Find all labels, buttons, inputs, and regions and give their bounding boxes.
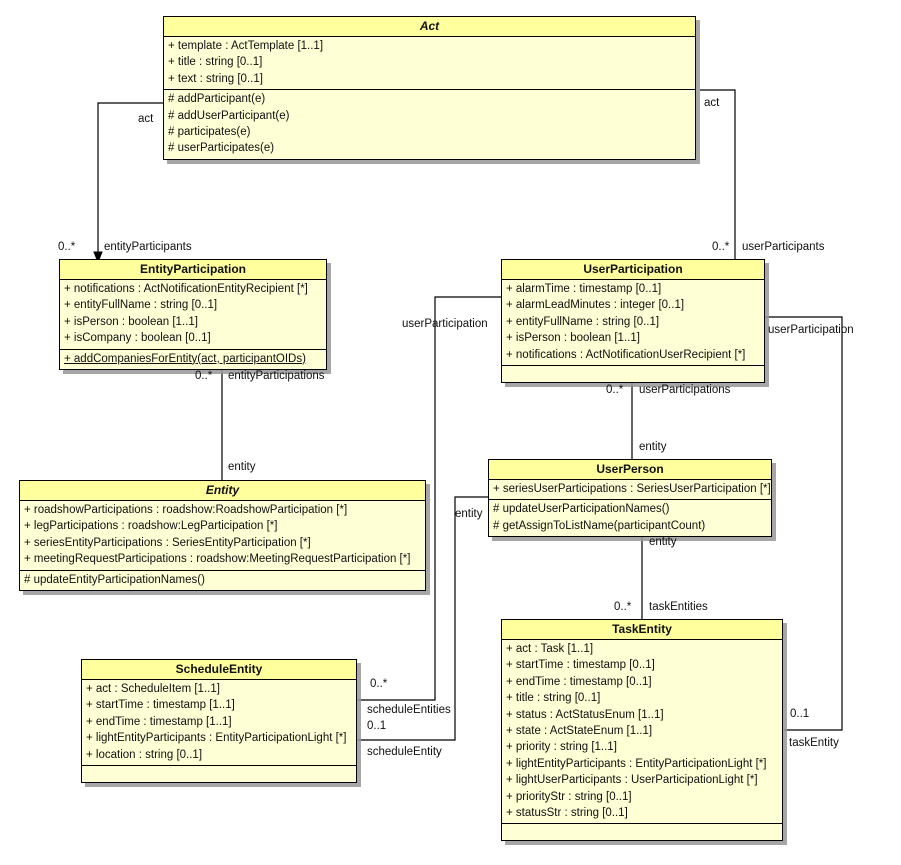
attributes-compartment: + act : ScheduleItem [1..1] + startTime … [82, 680, 356, 766]
operation: # userParticipates(e) [168, 142, 275, 155]
class-title-userperson: UserPerson [489, 460, 771, 480]
attribute: + entityFullName : string [0..1] [64, 299, 218, 312]
attribute: + startTime : timestamp [0..1] [506, 659, 655, 672]
attribute: + startTime : timestamp [1..1] [86, 699, 235, 712]
operation: # addParticipant(e) [168, 93, 266, 106]
multiplicity-entity-participations: 0..* [195, 370, 213, 382]
attribute: + isPerson : boolean [1..1] [64, 315, 198, 328]
operation: # participates(e) [168, 126, 251, 139]
attribute: + lightUserParticipants : UserParticipat… [506, 774, 758, 787]
role-label-entity-participations: entityParticipations [228, 370, 325, 382]
attributes-compartment: + alarmTime : timestamp [0..1] + alarmLe… [502, 280, 764, 366]
attribute: + title : string [0..1] [168, 56, 263, 69]
attribute: + isCompany : boolean [0..1] [64, 332, 211, 345]
operations-compartment-empty [502, 365, 764, 383]
class-title-userparticipation: UserParticipation [502, 260, 764, 280]
attribute: + legParticipations : roadshow:LegPartic… [24, 520, 278, 533]
role-label-user-participants: userParticipants [742, 241, 825, 253]
attribute: + endTime : timestamp [0..1] [506, 675, 652, 688]
attributes-compartment: + act : Task [1..1] + startTime : timest… [502, 640, 782, 824]
attribute: + template : ActTemplate [1..1] [168, 40, 324, 52]
role-label-act-left: act [138, 113, 154, 125]
multiplicity-entity-participants: 0..* [58, 241, 76, 253]
attributes-compartment: + seriesUserParticipations : SeriesUserP… [489, 480, 771, 500]
attribute: + notifications : ActNotificationUserRec… [506, 348, 746, 361]
class-title-act: Act [164, 17, 695, 37]
attribute: + alarmLeadMinutes : integer [0..1] [506, 299, 685, 312]
attribute: + statusStr : string [0..1] [506, 807, 628, 820]
role-label-schedule-entities: scheduleEntities [367, 704, 451, 716]
attribute: + entityFullName : string [0..1] [506, 315, 660, 328]
attributes-compartment: + notifications : ActNotificationEntityR… [60, 280, 326, 349]
role-label-user-participation-right: userParticipation [768, 324, 854, 336]
operations-compartment-empty [502, 823, 782, 841]
class-box-taskentity[interactable]: TaskEntity + act : Task [1..1] + startTi… [501, 619, 783, 842]
operation: # getAssignToListName(participantCount) [493, 519, 706, 532]
operation: # updateEntityParticipationNames() [24, 573, 205, 586]
multiplicity-user-participants: 0..* [712, 241, 730, 253]
attribute: + seriesEntityParticipations : SeriesEnt… [24, 536, 311, 549]
operations-compartment: # addParticipant(e) # addUserParticipant… [164, 89, 695, 159]
class-title-taskentity: TaskEntity [502, 620, 782, 640]
multiplicity-task-entity: 0..1 [790, 708, 810, 720]
class-box-act[interactable]: Act + template : ActTemplate [1..1] + ti… [163, 16, 696, 160]
attribute: + meetingRequestParticipations : roadsho… [24, 553, 411, 566]
class-title-scheduleentity: ScheduleEntity [82, 660, 356, 680]
role-label-task-entity: taskEntity [789, 737, 839, 749]
operation: # updateUserParticipationNames() [493, 503, 670, 516]
class-box-userperson[interactable]: UserPerson + seriesUserParticipations : … [488, 459, 772, 538]
attribute: + location : string [0..1] [86, 748, 203, 761]
operations-compartment: + addCompaniesForEntity(act, participant… [60, 348, 326, 370]
attributes-compartment: + roadshowParticipations : roadshow:Road… [20, 501, 425, 570]
class-box-entity[interactable]: Entity + roadshowParticipations : roadsh… [19, 480, 426, 592]
operations-compartment: # updateUserParticipationNames() # getAs… [489, 499, 771, 537]
role-label-task-entities: taskEntities [649, 601, 708, 613]
multiplicity-schedule-entity: 0..1 [367, 720, 387, 732]
role-label-entity-participants: entityParticipants [104, 241, 192, 253]
multiplicity-schedule-entities: 0..* [370, 678, 388, 690]
role-label-entity-mid: entity [455, 508, 483, 520]
attribute: + priority : string [1..1] [506, 741, 617, 754]
attribute: + seriesUserParticipations : SeriesUserP… [493, 483, 771, 495]
attribute: + endTime : timestamp [1..1] [86, 715, 232, 728]
role-label-entity-userperson: entity [639, 441, 667, 453]
attribute: + text : string [0..1] [168, 72, 263, 85]
attributes-compartment: + template : ActTemplate [1..1] + title … [164, 37, 695, 90]
attribute: + notifications : ActNotificationEntityR… [64, 283, 308, 295]
attribute: + priorityStr : string [0..1] [506, 790, 632, 803]
class-box-scheduleentity[interactable]: ScheduleEntity + act : ScheduleItem [1..… [81, 659, 357, 784]
multiplicity-task-entities: 0..* [614, 601, 632, 613]
attribute: + lightEntityParticipants : EntityPartic… [86, 732, 347, 745]
class-title-entity: Entity [20, 481, 425, 501]
class-box-userparticipation[interactable]: UserParticipation + alarmTime : timestam… [501, 259, 765, 384]
multiplicity-user-participations: 0..* [606, 384, 624, 396]
attribute: + act : ScheduleItem [1..1] [86, 683, 220, 695]
attribute: + isPerson : boolean [1..1] [506, 332, 640, 345]
role-label-schedule-entity: scheduleEntity [367, 746, 442, 758]
class-title-entityparticipation: EntityParticipation [60, 260, 326, 280]
attribute: + status : ActStatusEnum [1..1] [506, 708, 664, 721]
role-label-user-participations: userParticipations [639, 384, 731, 396]
attribute: + state : ActStateEnum [1..1] [506, 725, 653, 738]
role-label-act-right: act [704, 97, 720, 109]
edge-act-entityparticipants [93, 102, 165, 264]
attribute: + act : Task [1..1] [506, 643, 594, 655]
attribute: + alarmTime : timestamp [0..1] [506, 283, 662, 295]
attribute: + title : string [0..1] [506, 692, 601, 705]
operations-compartment: # updateEntityParticipationNames() [20, 569, 425, 591]
operation: # addUserParticipant(e) [168, 109, 290, 122]
edge-act-userparticipants [700, 89, 736, 260]
role-label-entity-taskentity: entity [649, 536, 677, 548]
attribute: + roadshowParticipations : roadshow:Road… [24, 504, 348, 516]
operation-static: + addCompaniesForEntity(act, participant… [64, 352, 306, 365]
operations-compartment-empty [82, 765, 356, 783]
role-label-user-participation-mid: userParticipation [402, 318, 488, 330]
role-label-entity-left: entity [228, 461, 256, 473]
attribute: + lightEntityParticipants : EntityPartic… [506, 757, 767, 770]
class-box-entityparticipation[interactable]: EntityParticipation + notifications : Ac… [59, 259, 327, 371]
